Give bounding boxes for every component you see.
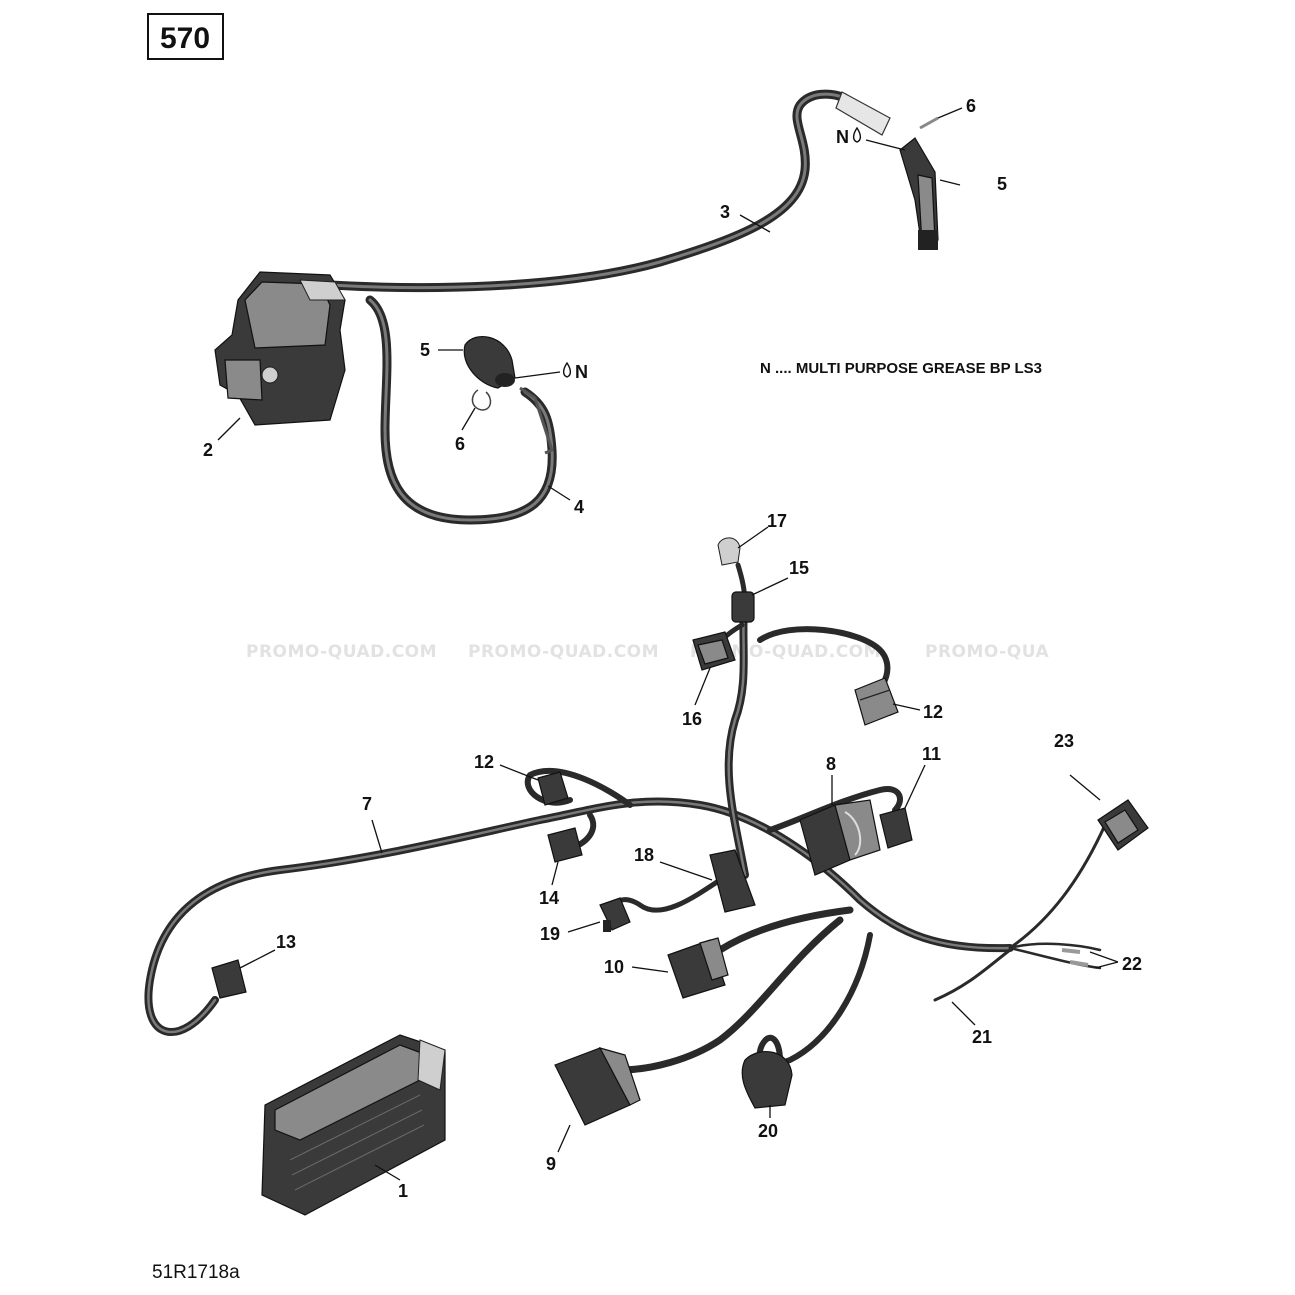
callout-8: 8 <box>826 754 836 774</box>
connector-11 <box>879 807 913 849</box>
ignition-coil-assembly: N N <box>214 89 939 525</box>
leader-lines <box>217 107 1119 1181</box>
svg-text:N: N <box>575 362 588 382</box>
grease-indicator-upper: N <box>836 126 906 151</box>
ecu-connector-8 <box>799 799 881 876</box>
callout-9: 9 <box>546 1154 556 1174</box>
connector-14 <box>547 827 583 863</box>
spark-plug-cap-upper <box>899 137 939 250</box>
callout-12-upper: 12 <box>923 702 943 722</box>
callout-10: 10 <box>604 957 624 977</box>
callout-1: 1 <box>398 1181 408 1201</box>
grease-indicator-lower: N <box>514 361 588 382</box>
callout-7: 7 <box>362 794 372 814</box>
page-number-box: 570 <box>147 13 224 60</box>
grease-note: N .... MULTI PURPOSE GREASE BP LS3 <box>760 360 1042 377</box>
callout-6-upper: 6 <box>966 96 976 116</box>
callout-labels: 1 2 3 4 5 5 6 6 7 8 9 10 11 12 12 13 14 … <box>203 96 1142 1201</box>
callout-16: 16 <box>682 709 702 729</box>
callout-19: 19 <box>540 924 560 944</box>
callout-20: 20 <box>758 1121 778 1141</box>
callout-23: 23 <box>1054 731 1074 751</box>
callout-12-left: 12 <box>474 752 494 772</box>
harness-branch-11 <box>767 786 903 833</box>
watermark: PROMO-QUAD.COM PROMO-QUAD.COM PROMO-QUAD… <box>246 642 1049 662</box>
connector-15 <box>731 591 755 623</box>
callout-22: 22 <box>1122 954 1142 974</box>
grease-drop-icon <box>852 126 862 143</box>
connector-12-upper <box>854 677 899 726</box>
watermark-text-3: PROMO-QUAD.COM <box>690 642 881 662</box>
callout-6-lower: 6 <box>455 434 465 454</box>
harness-branch-20 <box>756 932 873 1067</box>
o-ring-lower <box>471 389 492 411</box>
page-number: 570 <box>160 22 210 55</box>
harness-branch-9 <box>616 916 844 1074</box>
connector-18 <box>709 849 756 913</box>
wiring-harness <box>144 562 1107 1074</box>
grease-drop-icon <box>562 361 572 378</box>
connector-20 <box>741 1051 793 1109</box>
callout-13: 13 <box>276 932 296 952</box>
connector-12-left <box>537 771 569 806</box>
callout-5-upper: 5 <box>997 174 1007 194</box>
ecu-module <box>261 1034 446 1216</box>
ignition-coil <box>214 271 346 426</box>
harness-branch-19 <box>609 877 723 915</box>
spark-plug-cap-lower <box>463 336 516 389</box>
wire-22a <box>1008 942 1102 952</box>
high-tension-lead <box>325 89 850 293</box>
connector-9 <box>554 1047 641 1126</box>
callout-2: 2 <box>203 440 213 460</box>
wire-23 <box>1008 823 1107 950</box>
connector-10 <box>667 937 729 999</box>
connector-17 <box>717 537 741 566</box>
wire-22b <box>1008 946 1102 970</box>
watermark-text-1: PROMO-QUAD.COM <box>246 642 437 662</box>
connector-23 <box>1097 799 1149 851</box>
callout-17: 17 <box>767 511 787 531</box>
wire-ends-22 <box>1061 948 1089 967</box>
watermark-text-2: PROMO-QUAD.COM <box>468 642 659 662</box>
callout-11: 11 <box>922 744 941 764</box>
watermark-text-4: PROMO-QUA <box>925 642 1049 662</box>
harness-branch-10 <box>716 906 854 954</box>
connector-16 <box>692 631 736 671</box>
callout-15: 15 <box>789 558 809 578</box>
svg-text:N: N <box>836 127 849 147</box>
callout-18: 18 <box>634 845 654 865</box>
connector-13 <box>211 959 247 999</box>
o-ring-upper <box>919 116 939 130</box>
callout-14: 14 <box>539 888 559 908</box>
wire-21 <box>933 948 1012 1002</box>
callout-3: 3 <box>720 202 730 222</box>
reference-code: 51R1718a <box>152 1262 240 1283</box>
callout-21: 21 <box>972 1027 992 1047</box>
callout-5-lower: 5 <box>420 340 430 360</box>
sensor-19 <box>599 897 631 932</box>
callout-4: 4 <box>574 497 584 517</box>
